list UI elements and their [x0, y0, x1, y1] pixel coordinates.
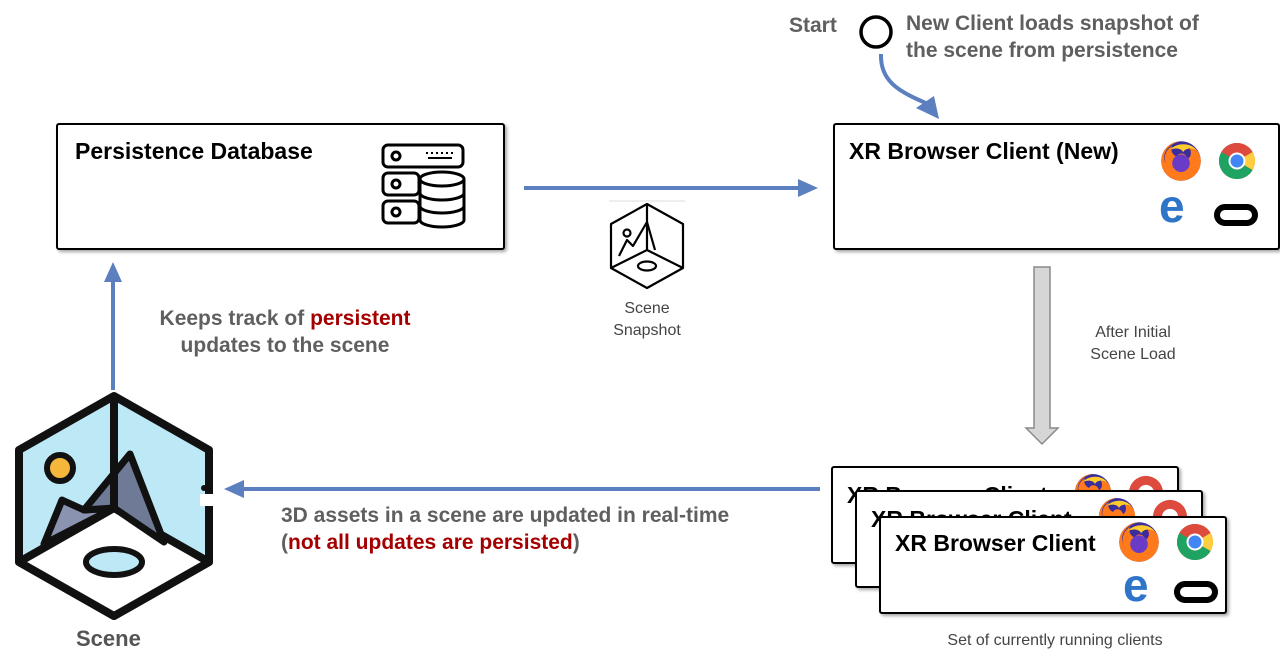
realtime-highlight: not all updates are persisted	[288, 531, 573, 554]
start-circle	[859, 15, 893, 49]
persistence-database-box: Persistence Database	[56, 123, 505, 250]
realtime-open-paren: (	[281, 531, 288, 554]
oculus-icon	[1174, 581, 1218, 603]
persistence-database-title: Persistence Database	[75, 138, 313, 164]
firefox-icon	[1161, 141, 1201, 181]
after-load-label: After Initial Scene Load	[1063, 322, 1203, 366]
keeps-track-pre: Keeps track of	[159, 307, 311, 330]
after-load-line1: After Initial	[1095, 324, 1171, 341]
client-card-front: XR Browser Client e	[879, 516, 1227, 614]
xr-client-new-title: XR Browser Client (New)	[849, 138, 1119, 164]
client-card-front-title: XR Browser Client	[895, 530, 1096, 556]
keeps-track-highlight: persistent	[310, 307, 411, 330]
edge-icon: e	[1159, 180, 1185, 232]
start-note-line2: the scene from persistence	[906, 39, 1178, 62]
chrome-icon	[1218, 143, 1256, 180]
start-label: Start	[789, 14, 837, 37]
after-load-line2: Scene Load	[1090, 346, 1176, 363]
xr-client-new-box: XR Browser Client (New) e	[833, 123, 1280, 250]
start-arrow	[878, 53, 929, 106]
keeps-track-line1: Keeps track of persistent	[130, 305, 440, 332]
keeps-track-label: Keeps track of persistent updates to the…	[130, 305, 440, 359]
edge-icon: e	[1123, 559, 1149, 611]
scene-snapshot-icon	[609, 200, 685, 290]
snapshot-label-line2: Snapshot	[613, 322, 681, 339]
realtime-line1: 3D assets in a scene are updated in real…	[281, 504, 730, 527]
scene-icon	[15, 392, 214, 620]
chrome-icon	[1176, 524, 1214, 561]
start-note-line1: New Client loads snapshot of	[906, 12, 1199, 35]
realtime-line2: (not all updates are persisted)	[281, 529, 729, 556]
realtime-arrowhead	[224, 480, 244, 498]
keeps-track-line2: updates to the scene	[180, 334, 390, 357]
firefox-icon	[1119, 522, 1159, 562]
snapshot-label-line1: Scene	[624, 300, 670, 317]
snapshot-label: Scene Snapshot	[597, 298, 697, 342]
scene-label: Scene	[76, 626, 141, 651]
persist-arrowhead	[104, 262, 122, 282]
snapshot-flow-arrowhead	[798, 179, 818, 197]
realtime-close-paren: )	[572, 531, 580, 554]
realtime-label: 3D assets in a scene are updated in real…	[281, 502, 729, 556]
after-load-arrow	[1024, 266, 1060, 446]
database-icon	[381, 143, 466, 229]
start-arrowhead	[916, 96, 939, 119]
start-note: New Client loads snapshot of the scene f…	[906, 10, 1199, 64]
clients-caption: Set of currently running clients	[947, 632, 1163, 649]
oculus-icon	[1214, 204, 1258, 226]
